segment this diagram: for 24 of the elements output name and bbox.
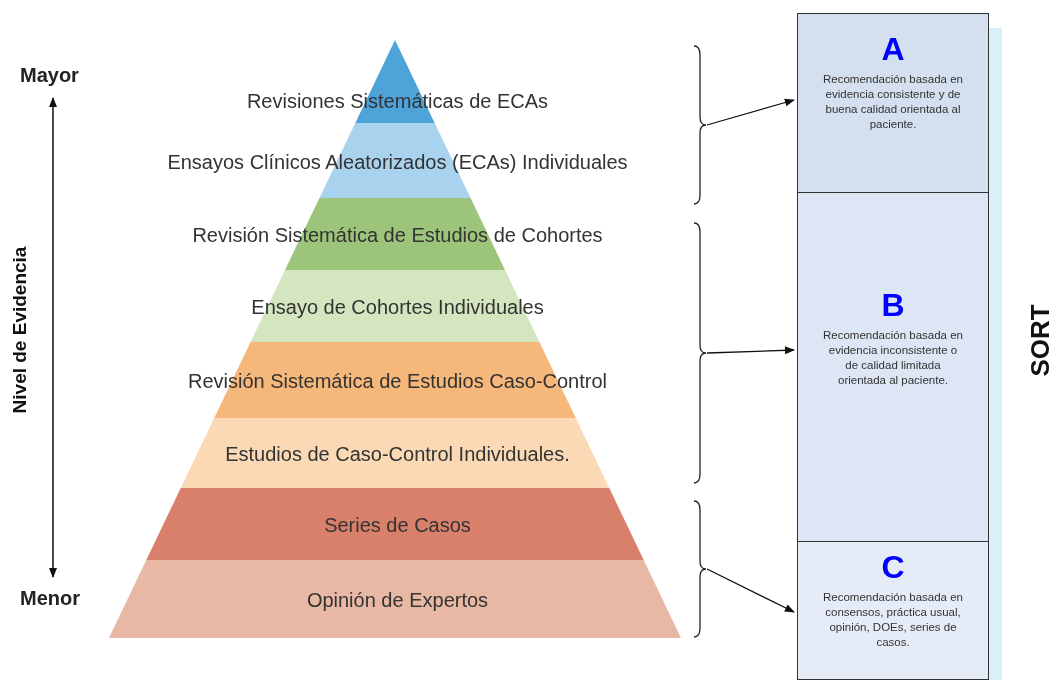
- arrow: [706, 346, 795, 355]
- curly-brace: [693, 45, 707, 205]
- axis-label: Mayor: [20, 64, 79, 87]
- curly-brace: [693, 222, 707, 484]
- arrow: [706, 98, 795, 126]
- layer-label: Ensayos Clínicos Aleatorizados (ECAs) Individuales: [167, 150, 628, 173]
- axis-title: Nivel de Evidencia: [9, 246, 31, 414]
- grade-description: Recomendación basada en evidencia consistente y de buena calidad orientada al paciente.: [822, 72, 964, 132]
- grade-box: [797, 192, 989, 542]
- grade-letter: A: [881, 32, 905, 66]
- grade-box: [797, 13, 989, 193]
- axis-label: Menor: [20, 587, 80, 610]
- grade-box: [797, 541, 989, 680]
- grade-description: Recomendación basada en consensos, práctica usual, opinión, DOEs, series de casos.: [822, 590, 964, 650]
- arrow: [706, 568, 795, 613]
- grade-letter: B: [881, 288, 905, 322]
- layer-label: Ensayo de Cohortes Individuales: [251, 296, 544, 318]
- grade-letter: C: [881, 550, 905, 584]
- layer-label: Opinión de Expertos: [306, 589, 489, 611]
- layer-label: Estudios de Caso-Control Individuales.: [225, 443, 570, 465]
- layer-label: Series de Casos: [324, 514, 471, 536]
- grade-description: Recomendación basada en evidencia inconsistente o de calidad limitada orientada al paciente.: [822, 328, 964, 388]
- curly-brace: [693, 500, 707, 638]
- axis-title: SORT: [1024, 303, 1056, 377]
